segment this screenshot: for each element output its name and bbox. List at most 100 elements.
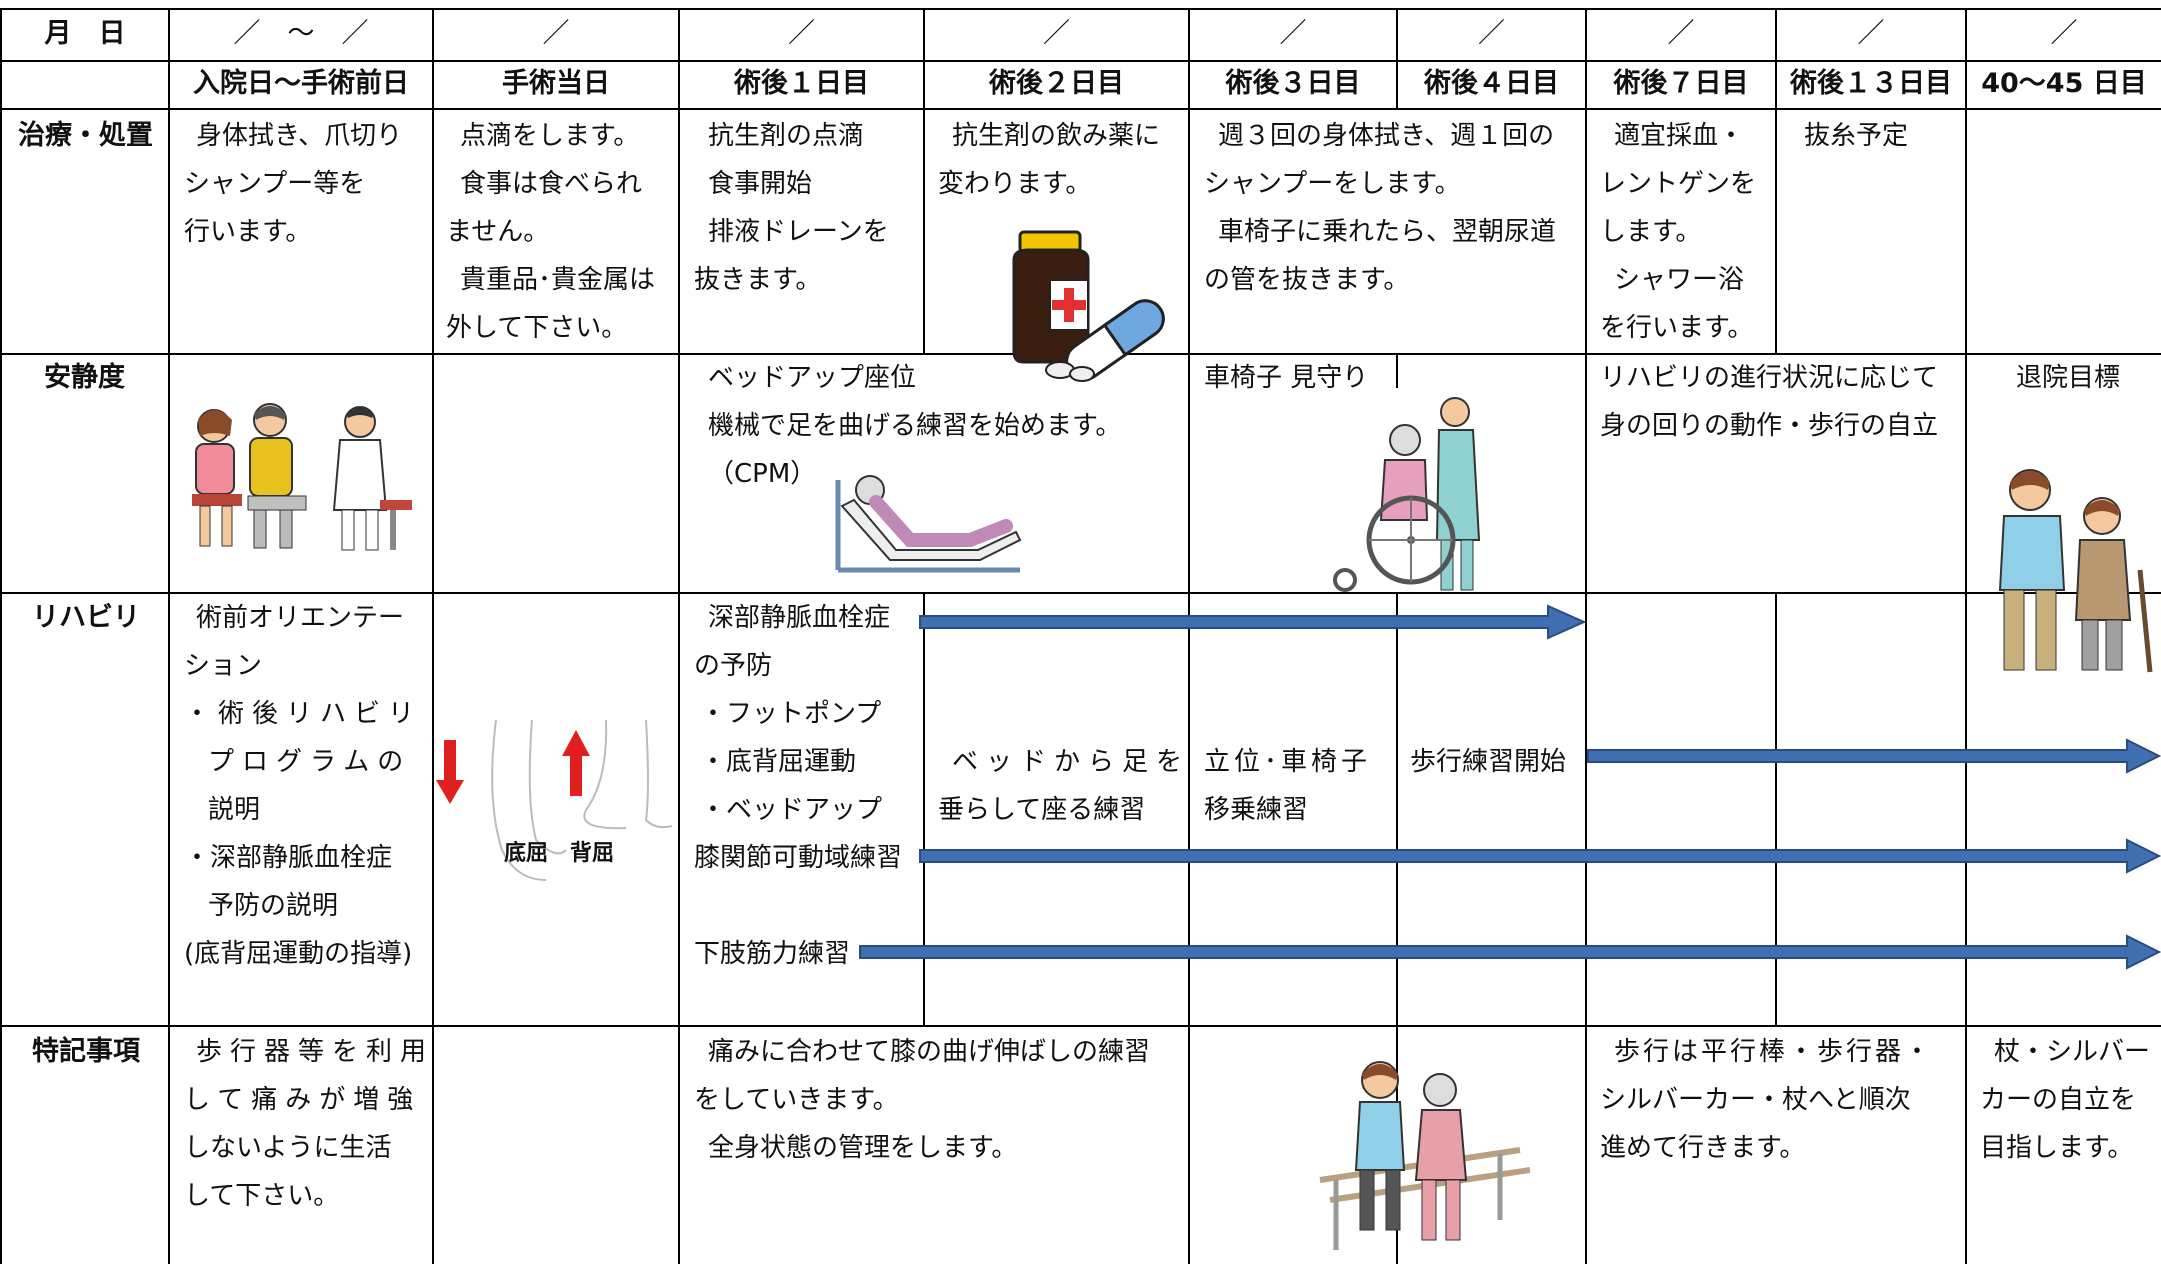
rehab-preop-line: ション — [184, 651, 263, 681]
rest-pod12-line: （CPM） — [708, 459, 817, 489]
date-cell: ／ — [1857, 18, 1885, 49]
row-divider — [0, 108, 2161, 110]
treatment-pod1-line: 食事開始 — [708, 169, 813, 199]
col-divider — [1775, 592, 1777, 1025]
rest-pod7-13-line: 身の回りの動作・歩行の自立 — [1600, 411, 1939, 441]
row-divider — [0, 60, 2161, 62]
row-label-rest: 安静度 — [44, 362, 125, 393]
wheelchair-illustration — [1333, 397, 1481, 592]
phase-header: 術後２日目 — [989, 68, 1124, 99]
date-cell: ／ — [1667, 18, 1695, 49]
rehab-preop-line: (底背屈運動の指導) — [184, 939, 413, 969]
rehab-pod2-line: ベッドから足を — [952, 747, 1191, 777]
notes-preop-line: して痛みが増強 — [184, 1085, 422, 1115]
walking-assist-illustration — [1998, 469, 2153, 673]
rehab-pod3-line: 移乗練習 — [1204, 795, 1309, 825]
foot-flexion-caption: 底屈 背屈 — [504, 841, 615, 866]
col-divider — [1396, 592, 1398, 1264]
notes-preop-line: しないように生活 — [184, 1133, 392, 1163]
treatment-pod7-line: シャワー浴 — [1614, 265, 1745, 295]
rehab-pod1-line: 膝関節可動域練習 — [694, 843, 903, 873]
rehab-pod1-line: の予防 — [694, 651, 773, 681]
treatment-pod1-line: 排液ドレーンを — [708, 217, 889, 247]
col-divider — [1188, 8, 1190, 1264]
date-cell: ／ — [1279, 18, 1307, 49]
rehab-preop-line: 術前オリエンテー — [196, 603, 405, 633]
treatment-pod2-line: 変わります。 — [938, 169, 1092, 199]
date-cell: ／ — [2050, 18, 2078, 49]
rest-pod12-line: ベッドアップ座位 — [708, 363, 917, 393]
treatment-pod34-line: 車椅子に乗れたら、翌朝尿道 — [1218, 217, 1557, 247]
date-cell: ／ — [1478, 18, 1505, 49]
col-divider — [168, 8, 170, 1264]
doctor-consult-illustration — [192, 403, 412, 551]
rehab-pod1-line: ・フットポンプ — [700, 699, 882, 729]
table-border-left — [0, 8, 2, 1264]
rehab-pod2-line: 垂らして座る練習 — [938, 795, 1146, 825]
col-divider — [923, 592, 925, 1025]
row-divider — [0, 592, 2161, 594]
row-label-treatment: 治療・処置 — [18, 120, 153, 151]
notes-pod12-line: 全身状態の管理をします。 — [708, 1133, 1018, 1163]
progress-arrow-rom — [919, 838, 2161, 874]
rehab-preop-line: 説明 — [208, 795, 261, 825]
notes-pod12-line: をしていきます。 — [694, 1085, 899, 1115]
treatment-pod7-line: します。 — [1600, 217, 1702, 247]
rehab-pod1-line: 下肢筋力練習 — [694, 939, 851, 969]
treatment-pod13-line: 抜糸予定 — [1804, 121, 1909, 151]
rehab-preop-line: ・深部静脈血栓症 — [184, 843, 393, 873]
progress-arrow-gait — [1587, 738, 2161, 774]
notes-preop-line: して下さい。 — [184, 1181, 340, 1211]
treatment-pod34-line: 週３回の身体拭き、週１回の — [1218, 121, 1555, 151]
medicine-bottle-icon — [1012, 230, 1090, 364]
progress-arrow-dvt — [919, 604, 1587, 640]
cpm-bed-illustration — [835, 475, 1022, 573]
rest-pod12-line: 機械で足を曲げる練習を始めます。 — [708, 411, 1122, 441]
rehab-pod1-line: 深部静脈血栓症 — [708, 603, 891, 633]
table-border-top — [0, 8, 2161, 10]
treatment-opday-line: 貴重品･貴金属は — [460, 265, 656, 295]
notes-pod7-13-line: 歩行は平行棒・歩行器・ — [1614, 1037, 1934, 1067]
treatment-opday-line: 食事は食べられ — [460, 169, 643, 199]
month-day-label: 月 日 — [44, 18, 126, 49]
rest-pod7-13-line: リハビリの進行状況に応じて — [1600, 363, 1939, 393]
notes-pod7-13-line: 進めて行きます。 — [1600, 1133, 1806, 1163]
progress-arrow-strength — [859, 934, 2161, 970]
rehab-preop-line: ・術後リハビリ — [184, 699, 423, 729]
rehab-pod3-line: 立位･車椅子 — [1204, 747, 1372, 777]
date-cell: ／ ～ ／ — [233, 18, 369, 49]
col-divider — [1585, 8, 1587, 1264]
treatment-pod1-line: 抜きます。 — [694, 265, 822, 295]
rest-pod3-line: 車椅子 見守り — [1204, 363, 1369, 393]
phase-header: 術後３日目 — [1225, 68, 1361, 99]
rehab-pod1-line: ・底背屈運動 — [700, 747, 857, 777]
date-cell: ／ — [542, 18, 570, 49]
col-divider — [1396, 8, 1398, 108]
col-divider — [923, 8, 925, 353]
capsule-icon — [1045, 299, 1165, 382]
treatment-opday-line: ません。 — [446, 217, 550, 247]
notes-pod7-13-line: シルバーカー・杖へと順次 — [1600, 1085, 1911, 1115]
phase-header: 手術当日 — [502, 68, 610, 99]
treatment-pod1-line: 抗生剤の点滴 — [708, 121, 865, 151]
treatment-pod2-line: 抗生剤の飲み薬に — [952, 121, 1161, 151]
treatment-preop-line: 行います。 — [184, 217, 312, 247]
treatment-pod7-line: 適宜採血・ — [1614, 121, 1745, 151]
col-divider — [1396, 353, 1398, 388]
phase-header: 術後１３日目 — [1790, 68, 1952, 99]
col-divider — [432, 8, 434, 1264]
date-cell: ／ — [1043, 18, 1070, 49]
col-divider — [1965, 8, 1967, 1264]
row-label-notes: 特記事項 — [32, 1036, 140, 1067]
treatment-pod7-line: を行います。 — [1600, 313, 1754, 343]
treatment-opday-line: 点滴をします。 — [460, 121, 640, 151]
rest-final-line: 退院目標 — [2016, 363, 2121, 393]
phase-header: 術後１日目 — [734, 68, 869, 99]
phase-header: 術後７日目 — [1613, 68, 1749, 99]
col-divider — [678, 8, 680, 1264]
notes-final-line: 杖・シルバー — [1994, 1037, 2151, 1067]
rehab-pod1-line: ・ベッドアップ — [700, 795, 883, 825]
notes-final-line: 目指します。 — [1980, 1133, 2134, 1163]
date-cell: ／ — [788, 18, 815, 49]
foot-flexion-illustration — [436, 719, 673, 881]
